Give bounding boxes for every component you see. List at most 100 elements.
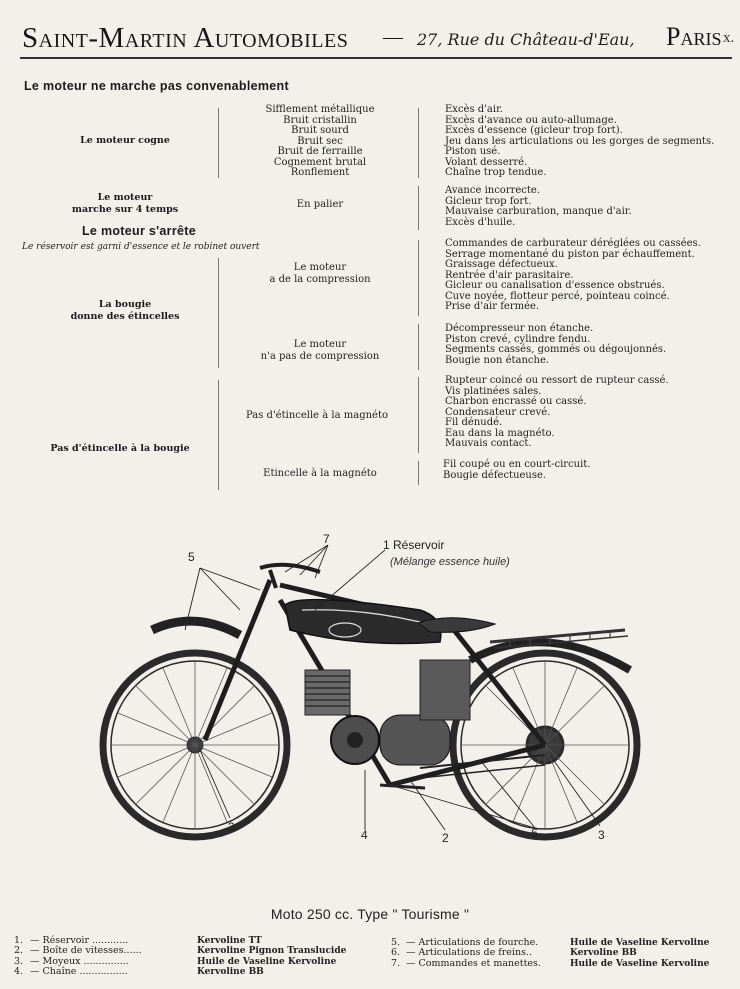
callout-7: 7 xyxy=(323,532,330,546)
legend-lubricant: Kervoline Pignon Translucide xyxy=(197,946,347,957)
cause: Vis platinées sales. xyxy=(445,385,542,397)
sub-label-line: Le moteur xyxy=(293,262,347,273)
legend-lubricant: Huile de Vaseline Kervoline xyxy=(197,956,337,967)
cause: Décompresseur non étanche. xyxy=(445,323,594,334)
cause: Piston crevé, cylindre fendu. xyxy=(445,333,591,345)
legend-part: — Articulations de fourche. xyxy=(406,937,539,948)
cause: Cuve noyée, flotteur percé, pointeau coi… xyxy=(445,290,670,302)
symptom-list-cogne: Sifflement métallique Bruit cristallin B… xyxy=(240,104,400,179)
callout-2: 2 xyxy=(442,831,449,845)
cause: Jeu dans les articulations ou les gorges… xyxy=(445,135,715,147)
section-title-moteur-ne-marche-pas: Le moteur ne marche pas convenablement xyxy=(24,79,289,93)
cause: Excès d'huile. xyxy=(445,216,516,228)
letterhead: Saint-Martin Automobiles — 27, Rue du Ch… xyxy=(22,20,734,60)
cause: Charbon encrassé ou cassé. xyxy=(445,396,587,407)
legend-lubricant: Huile de Vaseline Kervoline xyxy=(570,958,710,969)
brace-bougie xyxy=(218,258,219,368)
group-label-line: La bougie xyxy=(98,299,152,310)
cause: Avance incorrecte. xyxy=(445,185,541,196)
cause: Volant desserré. xyxy=(445,156,528,168)
cause: Prise d'air fermée. xyxy=(445,301,540,312)
callout-3-rear: 3 xyxy=(598,828,605,842)
cause: Bougie non étanche. xyxy=(445,354,550,366)
group-label-pas-etincelle-bougie: Pas d'étincelle à la bougie xyxy=(50,443,190,454)
legend-lubricant: Kervoline BB xyxy=(197,967,264,978)
callout-6: 6 xyxy=(531,826,538,840)
symptom: Bruit sourd xyxy=(291,125,349,136)
legend-num: 7. xyxy=(391,957,401,969)
cause: Excès d'essence (gicleur trop fort). xyxy=(445,125,623,136)
company-name: Saint-Martin Automobiles xyxy=(22,22,349,54)
legend-num: 5. xyxy=(391,937,401,948)
sub-label-line: a de la compression xyxy=(269,274,371,285)
group-label-4-temps: Le moteur marche sur 4 temps xyxy=(60,192,190,216)
callout-1-reservoir: 1 Réservoir xyxy=(383,538,445,552)
brace-compression xyxy=(418,240,419,316)
group-label-line: marche sur 4 temps xyxy=(71,204,179,215)
cause: Excès d'avance ou auto-allumage. xyxy=(445,114,617,126)
legend-right-lubricants: Huile de Vaseline Kervoline Kervoline BB… xyxy=(570,938,709,969)
cause: Mauvais contact. xyxy=(445,438,532,449)
legend-part: — Articulations de freins.. xyxy=(406,947,532,959)
header-separator: — xyxy=(383,26,403,48)
company-city: Paris xyxy=(666,22,722,51)
legend-part: — Chaîne ................ xyxy=(30,966,128,978)
cause: Excès d'air. xyxy=(445,104,503,115)
brace-right-cogne xyxy=(418,108,419,178)
legend-right-numbers: 5. 6. 7. xyxy=(391,937,401,969)
front-wheel xyxy=(99,649,291,841)
cause: Chaîne trop tendue. xyxy=(445,167,547,178)
legend-lubricant: Kervoline TT xyxy=(197,936,262,946)
group-label-moteur-cogne: Le moteur cogne xyxy=(80,135,170,146)
brace-etincelle-magneto xyxy=(418,461,419,485)
brace-left-cogne xyxy=(218,108,219,178)
cause: Rupteur coincé ou ressort de rupteur cas… xyxy=(445,375,669,386)
group-label-line: Le moteur xyxy=(97,192,153,203)
legend-part: — Moyeux ............... xyxy=(30,955,129,967)
cause: Eau dans la magnéto. xyxy=(445,427,555,439)
cause-list-cogne: Excès d'air. Excès d'avance ou auto-allu… xyxy=(445,104,715,179)
brace-4-temps xyxy=(418,186,419,230)
sub-label-no-compression: Le moteur n'a pas de compression xyxy=(250,339,390,363)
symptom: Bruit cristallin xyxy=(283,114,357,126)
callout-5: 5 xyxy=(188,550,195,564)
brace-no-compression xyxy=(418,324,419,370)
legend-left-parts: — Réservoir ............ — Boîte de vite… xyxy=(30,935,142,978)
sub-label-etincelle-magneto: Etincelle à la magnéto xyxy=(263,468,377,479)
section-note-reservoir: Le réservoir est garni d'essence et le r… xyxy=(22,242,260,252)
legend-lubricant: Huile de Vaseline Kervoline xyxy=(570,938,710,948)
sub-label-line: n'a pas de compression xyxy=(260,351,380,362)
sub-label-line: Le moteur xyxy=(293,339,347,350)
cause-list-compression: Commandes de carburateur déréglées ou ca… xyxy=(445,238,701,313)
cause: Graissage défectueux. xyxy=(445,259,558,270)
legend-left-lubricants: Kervoline TT Kervoline Pignon Translucid… xyxy=(197,936,346,978)
symptom: Cognement brutal xyxy=(273,156,367,168)
group-label-bougie-etincelles: La bougie donne des étincelles xyxy=(60,299,190,323)
cause: Fil dénudé. xyxy=(445,417,503,428)
section-title-moteur-s-arrete: Le moteur s'arrête xyxy=(82,224,196,238)
legend-part: — Réservoir ............ xyxy=(30,935,129,946)
cause-list-4-temps: Avance incorrecte. Gicleur trop fort. Ma… xyxy=(445,185,632,228)
cause-list-no-compression: Décompresseur non étanche. Piston crevé,… xyxy=(445,323,666,366)
cause: Condensateur crevé. xyxy=(445,406,551,418)
cause: Commandes de carburateur déréglées ou ca… xyxy=(445,238,701,249)
company-address: 27, Rue du Château-d'Eau, xyxy=(417,30,635,49)
sub-label-pas-etincelle-magneto: Pas d'étincelle à la magnéto xyxy=(245,410,388,421)
legend-num: 3. xyxy=(14,955,24,967)
cause-list-etincelle-magneto: Fil coupé ou en court-circuit. Bougie dé… xyxy=(443,459,591,481)
cause: Rentrée d'air parasitaire. xyxy=(445,269,574,281)
sub-label-compression: Le moteur a de la compression xyxy=(255,262,385,286)
legend-num: 6. xyxy=(391,947,401,959)
cause: Mauvaise carburation, manque d'air. xyxy=(445,206,632,217)
page-mark: x. xyxy=(723,30,735,46)
cause: Fil coupé ou en court-circuit. xyxy=(443,459,591,470)
brace-magneto xyxy=(418,377,419,453)
header-rule xyxy=(20,57,732,59)
cause: Piston usé. xyxy=(445,146,501,157)
group-label-line: donne des étincelles xyxy=(70,311,180,322)
symptom: Sifflement métallique xyxy=(265,104,375,115)
motorcycle-illustration: 5 7 1 Réservoir (Mélange essence huile) … xyxy=(90,530,660,850)
legend-num: 1. xyxy=(14,935,24,946)
legend-part: — Commandes et manettes. xyxy=(406,957,541,969)
cause: Serrage momentané du piston par échauffe… xyxy=(445,248,695,260)
